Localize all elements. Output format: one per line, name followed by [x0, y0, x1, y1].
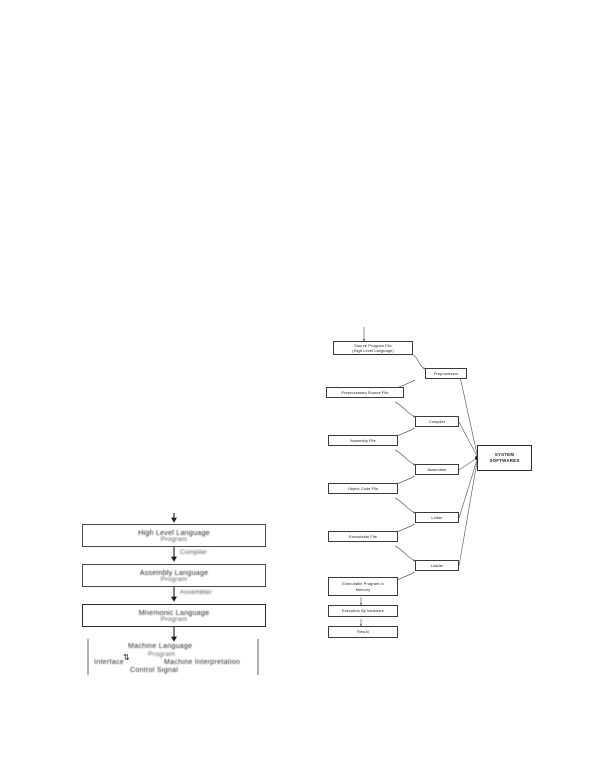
hierarchy-footer-interface-label: Interface	[94, 659, 124, 666]
pipeline-node-executable-program-in-memory: Executable Program in Memory	[328, 577, 398, 596]
pipeline-node-preprocessor: Preprocessor	[425, 368, 467, 379]
hierarchy-footer-machine-interpretation-label: Machine Interpretation	[164, 659, 241, 666]
hierarchy-node-mnemonic-language-subtitle: Program	[160, 616, 188, 624]
hierarchy-node-high-level-language: High Level Language Program	[82, 524, 266, 547]
hierarchy-node-assembly-language-title: Assembly Language	[139, 567, 209, 577]
hierarchy-footer-subtitle: Program	[148, 651, 176, 658]
hierarchy-node-high-level-language-subtitle: Program	[160, 536, 188, 544]
system-softwares-line1: SYSTEM	[494, 452, 515, 458]
pipeline-node-object-code-file: Object Code File	[328, 483, 398, 494]
hierarchy-edge-label-compiler: Compiler	[180, 549, 208, 556]
pipeline-node-assembly-file: Assembly File	[328, 435, 398, 446]
pipeline-node-result: Result	[328, 626, 398, 638]
pipeline-node-assembler: Assembler	[415, 464, 459, 475]
hierarchy-node-mnemonic-language-title: Mnemonic Language	[138, 607, 210, 617]
updown-arrow-icon: ⇅	[123, 653, 131, 662]
hierarchy-node-high-level-language-title: High Level Language	[138, 527, 210, 537]
pipeline-node-compiler: Compiler	[415, 416, 459, 427]
hierarchy-connectors	[87, 513, 259, 675]
hierarchy-node-assembly-language: Assembly Language Program	[82, 564, 266, 587]
hierarchy-footer-title: Machine Language	[128, 643, 193, 650]
system-software-pipeline-figure: Source Program File (High Level Language…	[317, 327, 532, 641]
pipeline-node-executable-file: Executable File	[328, 531, 398, 542]
pipeline-node-loader: Loader	[415, 560, 459, 571]
pipeline-node-system-softwares: SYSTEM SOFTWARES	[477, 445, 532, 471]
pipeline-node-linker: Linker	[415, 512, 459, 523]
pipeline-node-preprocessed-source-file: Preprocessed Source File	[326, 387, 404, 398]
pipeline-node-execution-by-hardware: Execution By hardware	[328, 605, 398, 617]
compilation-hierarchy-figure: High Level Language Program Compiler Ass…	[70, 513, 278, 678]
pipeline-connectors	[359, 327, 480, 627]
pipeline-node-source-program-file: Source Program File (High Level Language…	[333, 341, 413, 355]
hierarchy-node-mnemonic-language: Mnemonic Language Program	[82, 604, 266, 627]
hierarchy-node-assembly-language-subtitle: Program	[160, 576, 188, 584]
hierarchy-edge-label-assembler: Assembler	[180, 589, 212, 596]
hierarchy-footer-control-signal-label: Control Signal	[130, 667, 179, 674]
system-softwares-line2: SOFTWARES	[489, 458, 520, 463]
